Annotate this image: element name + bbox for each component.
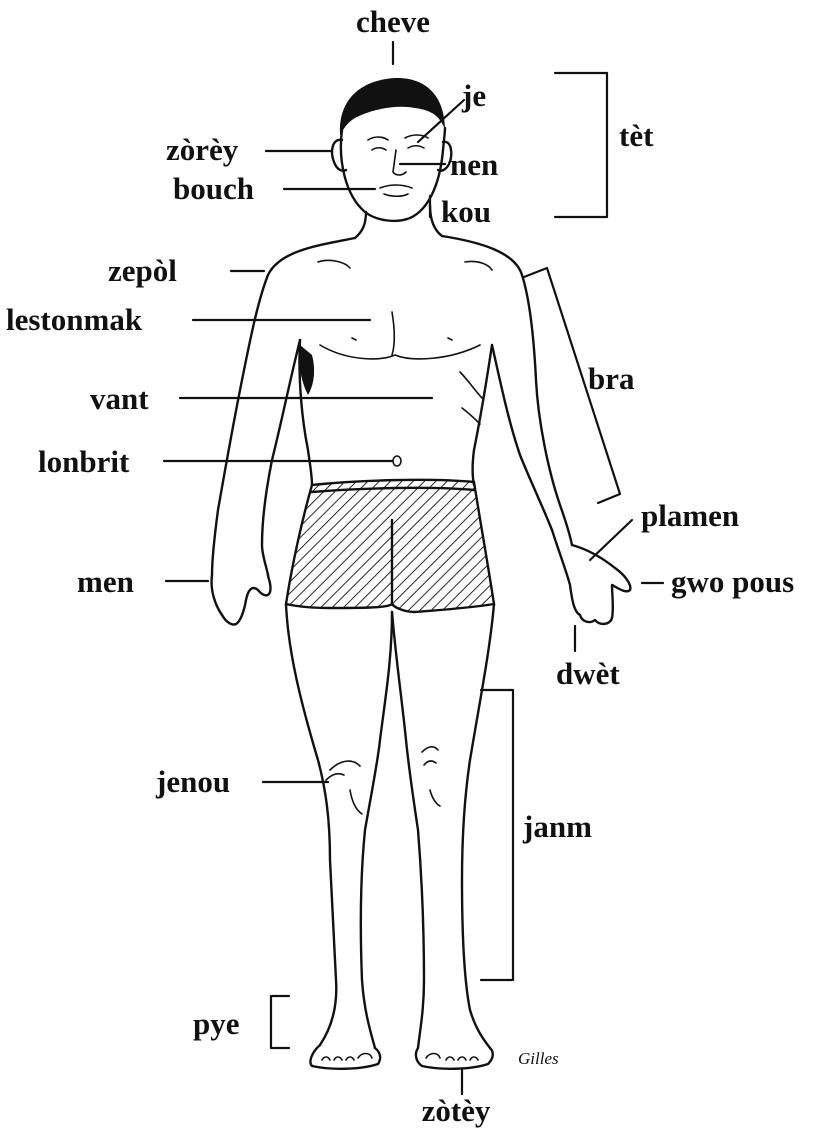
legs — [286, 604, 336, 1045]
ear-left — [332, 140, 346, 171]
hand-right — [552, 530, 630, 624]
bracket-tet — [555, 73, 607, 217]
label-bra: bra — [588, 361, 635, 396]
label-kou: kou — [441, 194, 491, 229]
label-dwet: dwèt — [556, 656, 620, 691]
foot-right — [416, 1048, 493, 1069]
label-lonbrit: lonbrit — [38, 444, 130, 479]
label-bouch: bouch — [173, 171, 254, 206]
label-jenou: jenou — [155, 764, 230, 799]
label-plamen: plamen — [641, 498, 739, 533]
label-men: men — [77, 564, 134, 599]
human-figure — [212, 78, 631, 1069]
label-lestonmak: lestonmak — [6, 302, 143, 337]
hand-left — [212, 575, 271, 625]
leader-plamen — [590, 520, 632, 560]
bracket-janm — [481, 690, 513, 980]
label-gwo-pous: gwo pous — [671, 564, 794, 599]
label-zorey: zòrèy — [166, 132, 239, 167]
label-tet: tèt — [619, 118, 654, 153]
label-cheve: cheve — [356, 4, 430, 39]
label-zepol: zepòl — [108, 253, 177, 288]
label-je: je — [461, 78, 486, 113]
hair — [340, 78, 445, 135]
bracket-pye — [271, 996, 289, 1048]
artist-signature: Gilles — [518, 1049, 559, 1068]
label-nen: nen — [450, 147, 498, 182]
label-pye: pye — [193, 1006, 240, 1041]
shorts — [286, 480, 494, 612]
label-vant: vant — [90, 381, 149, 416]
label-janm: janm — [522, 809, 592, 844]
foot-left — [310, 1045, 380, 1069]
label-zotey: zòtèy — [422, 1093, 491, 1128]
